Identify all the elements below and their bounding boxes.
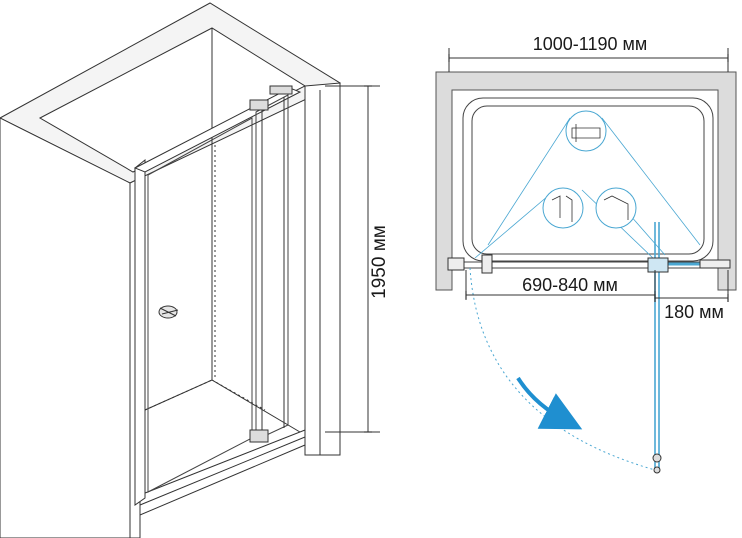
right-wall-pillar: [304, 82, 341, 456]
hinge-top: [249, 99, 269, 111]
plan-handle-icon: [652, 453, 662, 463]
detail-callout-lines: [474, 117, 701, 261]
door-handle-icon: [158, 305, 179, 319]
door-swing-arc: [469, 267, 656, 471]
total-width-label: 1000-1190 мм: [533, 34, 648, 54]
plan-front-profile: [452, 261, 718, 269]
detail-circle-right: [595, 187, 637, 229]
side-depth-label: 180 мм: [664, 302, 724, 322]
door-glass-panel: [147, 117, 253, 493]
fixed-glass-panel: [255, 94, 289, 441]
hinge-bottom: [249, 429, 269, 443]
perspective-view: [0, 2, 380, 538]
shower-tray: [139, 429, 306, 516]
curved-arrow-icon: [516, 376, 583, 430]
plan-view: [435, 48, 737, 474]
door-opening-label: 690-840 мм: [522, 275, 618, 295]
plan-tray-outline: [462, 97, 714, 262]
left-wall-face: [0, 117, 131, 538]
plan-walls: [435, 71, 737, 291]
detail-circle-left: [542, 187, 584, 229]
height-dimension-label: 1950 мм: [369, 225, 390, 299]
wall-profile-left: [134, 158, 146, 506]
